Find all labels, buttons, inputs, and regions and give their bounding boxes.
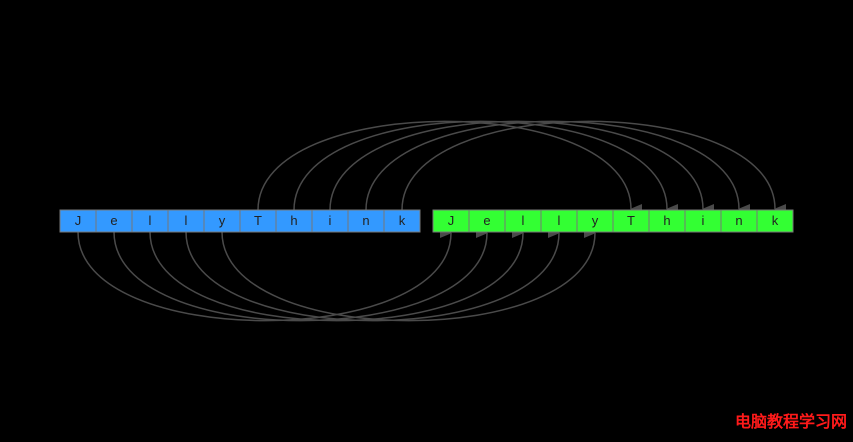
- target-cell-label: i: [702, 213, 705, 228]
- target-cell-label: k: [772, 213, 779, 228]
- source-cell-label: y: [219, 213, 226, 228]
- lower-connector-arrow: [149, 227, 524, 322]
- target-cell-label: e: [483, 213, 490, 228]
- lower-connector-arrow: [185, 227, 560, 322]
- source-cell-label: k: [399, 213, 406, 228]
- source-cell-label: l: [149, 213, 152, 228]
- source-cell: [383, 209, 421, 233]
- watermark-text: 电脑教程学习网: [734, 412, 847, 431]
- target-cell: [756, 209, 794, 233]
- target-cell-label: h: [663, 213, 670, 228]
- source-cell-label: l: [185, 213, 188, 228]
- upper-connector-arrow: [365, 120, 751, 214]
- target-cell-label: l: [558, 213, 561, 228]
- upper-connector-arrow: [329, 120, 715, 214]
- source-cell-label: e: [110, 213, 117, 228]
- connector-group: [77, 120, 787, 322]
- source-cell-label: h: [290, 213, 297, 228]
- upper-connector-arrow: [257, 120, 643, 214]
- source-cell-label: T: [254, 213, 262, 228]
- source-cell-label: n: [362, 213, 369, 228]
- lower-connector-arrow: [221, 227, 596, 322]
- upper-connector-arrow: [293, 120, 679, 214]
- source-cell-label: J: [75, 213, 82, 228]
- target-cell-label: y: [592, 213, 599, 228]
- upper-connector-arrow: [401, 120, 787, 214]
- lower-connector-arrow: [113, 227, 488, 322]
- target-cell-label: J: [448, 213, 455, 228]
- target-cell-label: l: [522, 213, 525, 228]
- target-cell-label: T: [627, 213, 635, 228]
- source-cell-label: i: [329, 213, 332, 228]
- lower-connector-arrow: [77, 227, 452, 322]
- target-cell-label: n: [735, 213, 742, 228]
